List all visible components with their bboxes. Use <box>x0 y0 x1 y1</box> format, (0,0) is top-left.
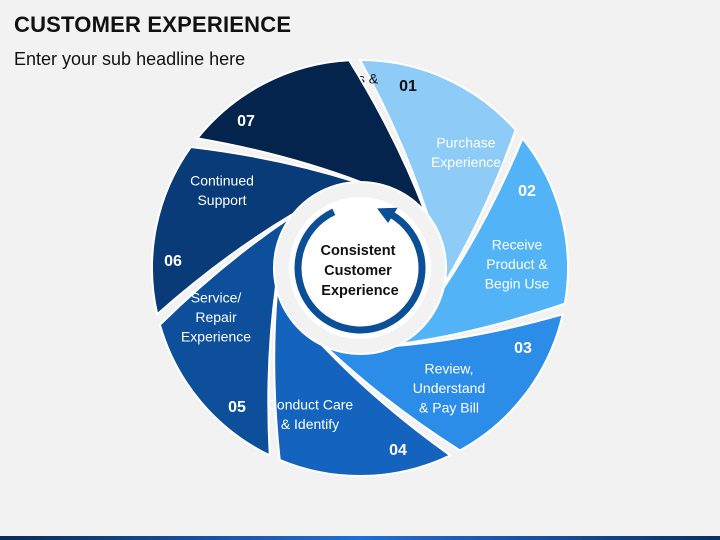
center-label: Consistent Customer Experience <box>321 243 400 299</box>
segment-number: 05 <box>228 399 246 416</box>
segment-wedge <box>273 290 453 477</box>
cycle-segment-04: Review, Understand & Pay Bill 04 <box>273 290 485 477</box>
segment-label-line: Begin Use <box>485 276 550 292</box>
segment-number: 04 <box>389 442 407 459</box>
segment-wedge <box>151 145 357 317</box>
segment-label-line: Understand <box>413 380 485 396</box>
segment-label-line: Repair <box>195 309 237 325</box>
segment-number: 02 <box>518 183 536 200</box>
cycle-arrowhead-icon <box>377 207 398 224</box>
segment-label: Review, Understand & Pay Bill <box>413 361 485 416</box>
segment-label-line: Experience <box>431 154 501 170</box>
segment-label-line: Review, <box>424 361 473 377</box>
segment-label-line: Purchase <box>436 134 495 150</box>
segment-label-line: & Pay Bill <box>419 400 479 416</box>
segment-label-line: Product & <box>486 256 548 272</box>
segment-label-line: Receive <box>492 237 543 253</box>
cycle-arrow-icon <box>294 208 426 334</box>
center-label-line: Consistent <box>321 243 396 259</box>
segment-wedge <box>400 136 569 345</box>
center-circle <box>289 197 431 339</box>
segment-number: 03 <box>514 340 532 357</box>
segment-label-line: & Identify <box>281 416 339 432</box>
page-title: CUSTOMER EXPERIENCE <box>14 12 292 37</box>
segment-wedge <box>195 59 426 213</box>
bottom-accent-bar <box>0 536 720 540</box>
segment-label-line: Continued <box>190 172 254 188</box>
segment-wedge <box>158 216 292 458</box>
segment-number: 01 <box>399 78 417 95</box>
segment-label-line: Conduct Care <box>267 396 354 412</box>
segment-wedge <box>325 312 565 452</box>
segment-number: 06 <box>164 253 182 270</box>
segment-label-line: Support <box>197 192 246 208</box>
center-label-line: Customer <box>324 263 392 279</box>
segment-label: Conduct Care & Identify <box>267 396 354 432</box>
segment-label-line: Experience <box>181 329 251 345</box>
page-subtitle: Enter your sub headline here <box>14 49 246 69</box>
segment-number: 07 <box>237 113 255 130</box>
segment-wedge <box>358 58 517 285</box>
center-label-line: Experience <box>321 283 398 299</box>
cycle-segment-05: Conduct Care & Identify 05 <box>158 216 354 458</box>
segment-label-line: Service/ <box>191 290 242 306</box>
